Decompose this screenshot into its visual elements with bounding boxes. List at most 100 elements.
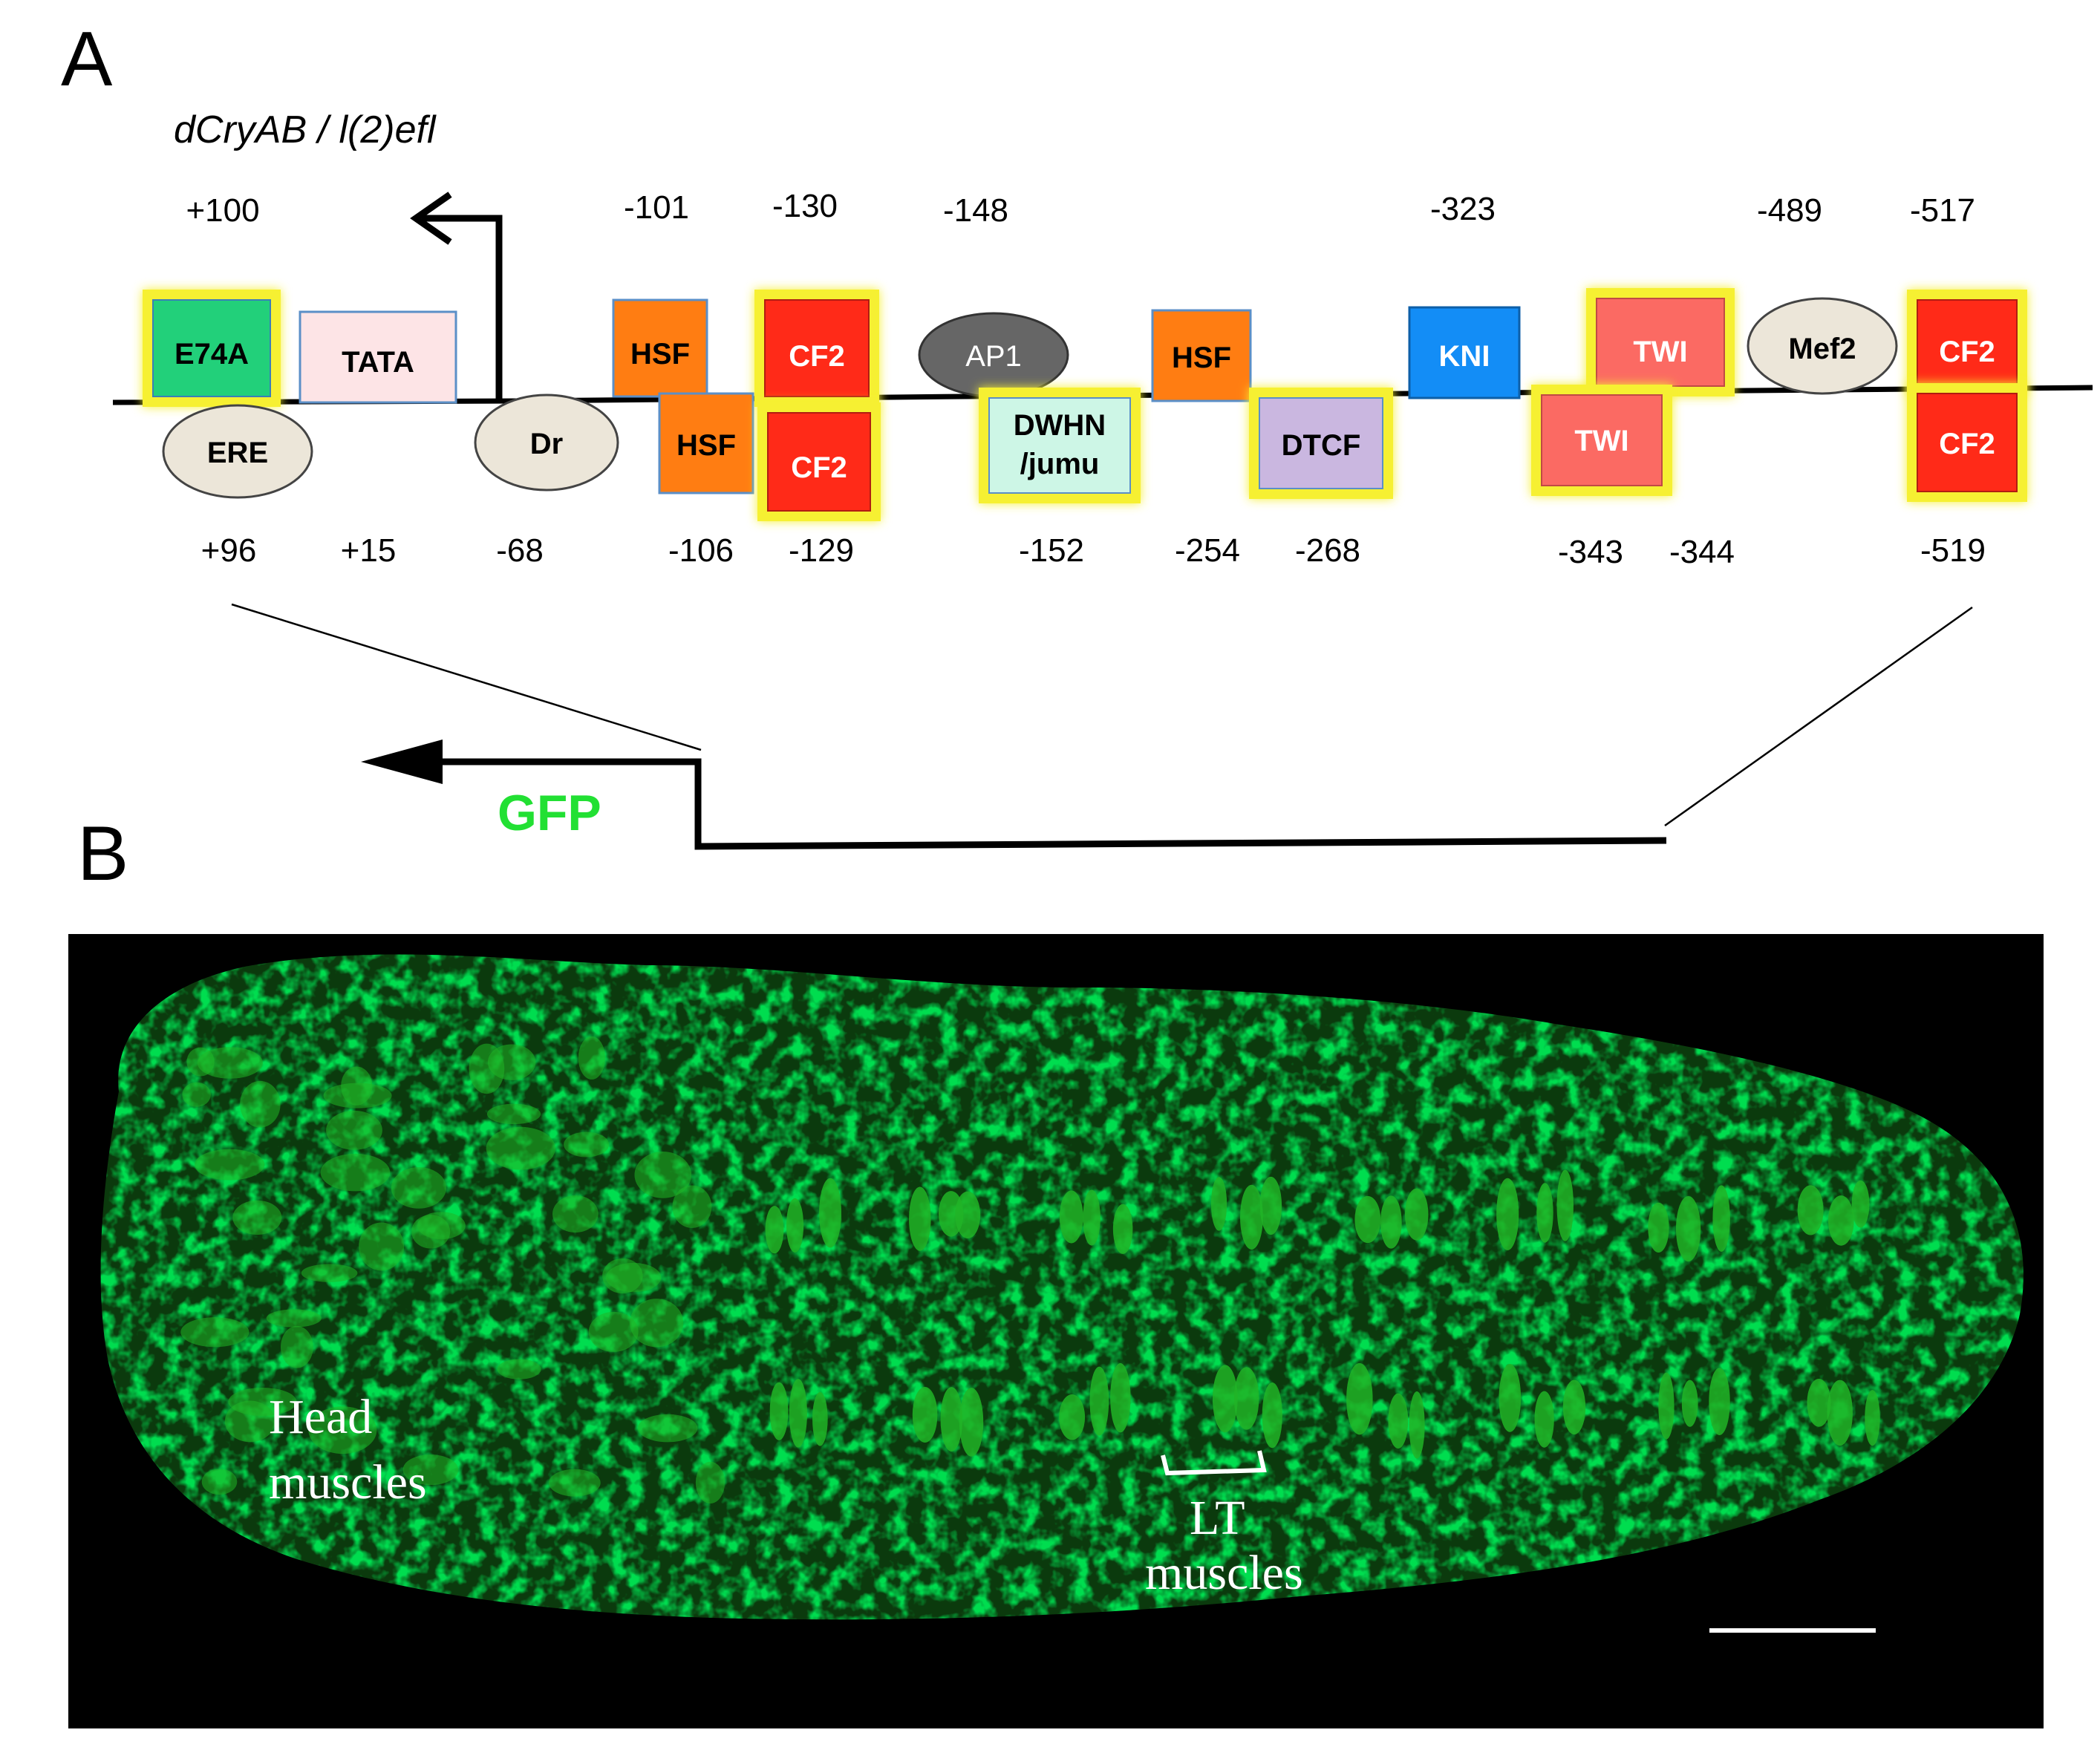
zoom-line-right	[1664, 606, 1973, 827]
muscle-fiber	[769, 1382, 789, 1440]
head-muscle-patch	[486, 1126, 555, 1170]
head-muscle-patch	[402, 1454, 459, 1486]
panel-b-letter: B	[77, 811, 128, 897]
hsf-label: HSF	[1172, 342, 1231, 374]
position-label: +96	[201, 532, 257, 569]
ap1-site: AP1	[918, 312, 1069, 398]
zoom-line-left	[231, 603, 702, 751]
cf2-site-lower-1: CF2	[757, 402, 881, 521]
micrograph: Head muscles LT muscles	[68, 934, 2044, 1728]
hsf-site-upper-1: HSF	[612, 298, 708, 398]
position-label: -101	[624, 189, 689, 226]
position-label: -323	[1430, 191, 1496, 227]
position-label: -148	[943, 192, 1008, 229]
muscle-fiber	[1562, 1380, 1586, 1435]
head-muscle-patch	[359, 1222, 405, 1271]
lower-binding-sites: ERE Dr HSF CF2 DWHN /jumu	[162, 383, 2027, 521]
twi-label: TWI	[1633, 336, 1687, 368]
dr-site: Dr	[474, 394, 619, 492]
muscle-fiber	[1534, 1391, 1554, 1448]
muscle-fiber	[1210, 1177, 1227, 1231]
muscle-fiber	[1536, 1183, 1553, 1243]
cf2-label: CF2	[1939, 428, 1995, 460]
hsf-site-upper-2: HSF	[1151, 309, 1252, 402]
lt-muscles-label-line2: muscles	[1145, 1546, 1303, 1600]
muscle-fiber	[1556, 1169, 1574, 1241]
muscle-fiber	[1262, 1382, 1282, 1449]
head-muscle-patch	[630, 1299, 684, 1348]
ere-site: ERE	[162, 404, 313, 499]
dr-label: Dr	[530, 428, 563, 460]
cf2-site-upper-2: CF2	[1907, 290, 2027, 395]
muscle-fiber	[1851, 1180, 1870, 1228]
hsf-label: HSF	[676, 429, 736, 462]
head-muscle-patch	[201, 1469, 238, 1495]
head-muscle-patch	[578, 1036, 606, 1080]
muscle-fiber	[1681, 1380, 1698, 1427]
muscle-fiber	[1083, 1189, 1100, 1246]
hsf-site-lower: HSF	[658, 392, 754, 494]
muscle-fiber	[1797, 1185, 1824, 1235]
muscle-fiber	[1239, 1184, 1263, 1250]
position-label: -129	[789, 532, 854, 569]
position-label: -268	[1295, 532, 1360, 569]
panel-a: A dCryAB / l(2)efl +100 -101 -130 -148 -…	[61, 16, 2093, 850]
panel-a-letter: A	[61, 16, 113, 102]
muscle-fiber	[940, 1387, 963, 1452]
muscle-fiber	[1827, 1195, 1854, 1246]
muscle-fiber	[812, 1391, 828, 1446]
head-muscle-patch	[240, 1080, 281, 1128]
muscle-fiber	[1346, 1362, 1373, 1435]
position-label: -519	[1920, 532, 1986, 569]
position-label: -152	[1019, 532, 1084, 569]
head-muscle-patch	[552, 1195, 599, 1233]
lt-muscles-label-line1: LT	[1190, 1491, 1245, 1545]
position-label: -254	[1175, 532, 1240, 569]
muscle-fiber	[819, 1178, 841, 1248]
muscle-fiber	[912, 1387, 938, 1443]
gene-name: dCryAB / l(2)efl	[174, 108, 437, 151]
muscle-clusters	[180, 1036, 1880, 1504]
head-muscle-patch	[695, 1461, 725, 1504]
muscle-fiber	[959, 1388, 984, 1457]
dwhn-jumu-site: DWHN /jumu	[979, 388, 1141, 503]
position-label: -344	[1669, 534, 1735, 570]
head-muscle-patch	[637, 1414, 698, 1443]
head-muscle-patch	[672, 1185, 712, 1228]
muscle-fiber	[1354, 1195, 1381, 1244]
hsf-label: HSF	[630, 338, 690, 370]
position-label: -343	[1558, 534, 1623, 570]
head-muscle-patch	[280, 1325, 313, 1368]
head-muscle-patch	[232, 1200, 282, 1235]
position-label: -130	[772, 188, 838, 224]
head-muscle-patch	[588, 1311, 639, 1352]
gfp-label: GFP	[498, 785, 601, 841]
muscle-fiber	[1827, 1380, 1853, 1446]
head-muscle-patch	[308, 1406, 377, 1454]
muscle-fiber	[1059, 1394, 1086, 1440]
muscle-fiber	[909, 1186, 931, 1251]
position-label: -106	[668, 532, 734, 569]
tata-box: TATA	[299, 310, 457, 404]
head-muscle-patch	[391, 1167, 447, 1209]
muscle-fiber	[1807, 1378, 1831, 1427]
muscle-fiber	[1112, 1204, 1133, 1254]
muscle-fiber	[786, 1198, 804, 1253]
muscle-fiber	[1212, 1365, 1238, 1433]
embryo	[100, 954, 2024, 1620]
jumu-label: /jumu	[1020, 448, 1100, 480]
gfp-construct: GFP	[361, 739, 1667, 850]
muscle-fiber	[1865, 1390, 1880, 1446]
head-muscle-patch	[417, 1212, 466, 1240]
muscle-fiber	[1712, 1185, 1730, 1252]
muscle-fiber	[1233, 1367, 1259, 1430]
head-muscle-patch	[197, 1047, 264, 1079]
head-muscle-patch	[180, 1317, 250, 1348]
cf2-site-upper-1: CF2	[754, 290, 879, 407]
muscle-fiber	[1499, 1363, 1522, 1432]
muscle-fiber	[1709, 1368, 1730, 1435]
kni-label: KNI	[1439, 340, 1490, 373]
position-label: -489	[1757, 192, 1822, 229]
muscle-fiber	[1380, 1195, 1402, 1249]
